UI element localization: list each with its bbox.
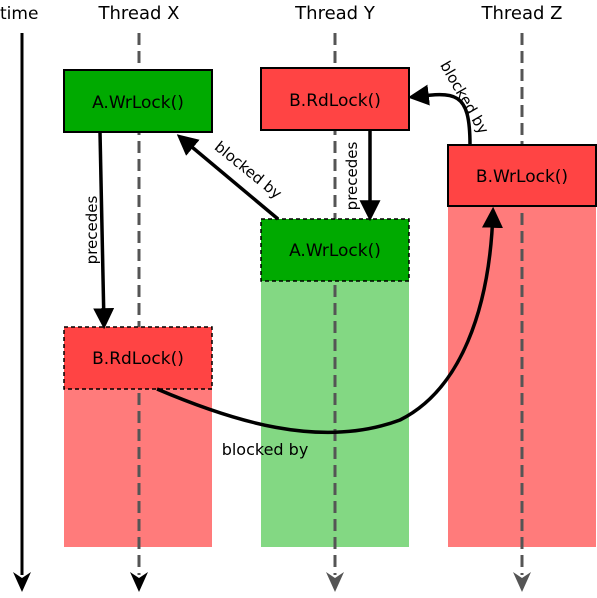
x-awrlock-box: [63, 69, 213, 133]
thread-y-label: Thread Y: [294, 3, 376, 24]
time-axis: [13, 33, 31, 592]
thread-z-label: Thread Z: [481, 3, 563, 24]
time-label: time: [0, 4, 38, 24]
y-awrlock-label: A.WrLock(): [289, 241, 381, 261]
x-awrlock-label: A.WrLock(): [92, 93, 184, 113]
z-bwrlock-box: [447, 144, 597, 207]
thread-z-timeline: [513, 33, 531, 592]
blocked-by-arrow-y-to-x: [176, 134, 280, 221]
precedes-label-x: precedes: [83, 196, 101, 265]
z-bwrlock-label: B.WrLock(): [476, 167, 568, 187]
blocked-by-label-x-to-z: blocked by: [222, 440, 309, 459]
blocked-by-arrow-x-to-z: [156, 206, 503, 435]
precedes-arrow-x: [93, 131, 115, 330]
blocked-by-arrow-z-to-y: [407, 84, 472, 146]
precedes-label-y: precedes: [343, 142, 361, 211]
x-brdlock-box: [63, 326, 213, 390]
y-brdlock-box: [260, 67, 410, 131]
thread-x-label: Thread X: [98, 3, 180, 24]
x-brdlock-label: B.RdLock(): [92, 349, 184, 369]
y-brdlock-label: B.RdLock(): [289, 91, 381, 111]
blocked-by-label-z-to-y: blocked by: [436, 58, 492, 137]
y-awrlock-box: [260, 218, 410, 282]
